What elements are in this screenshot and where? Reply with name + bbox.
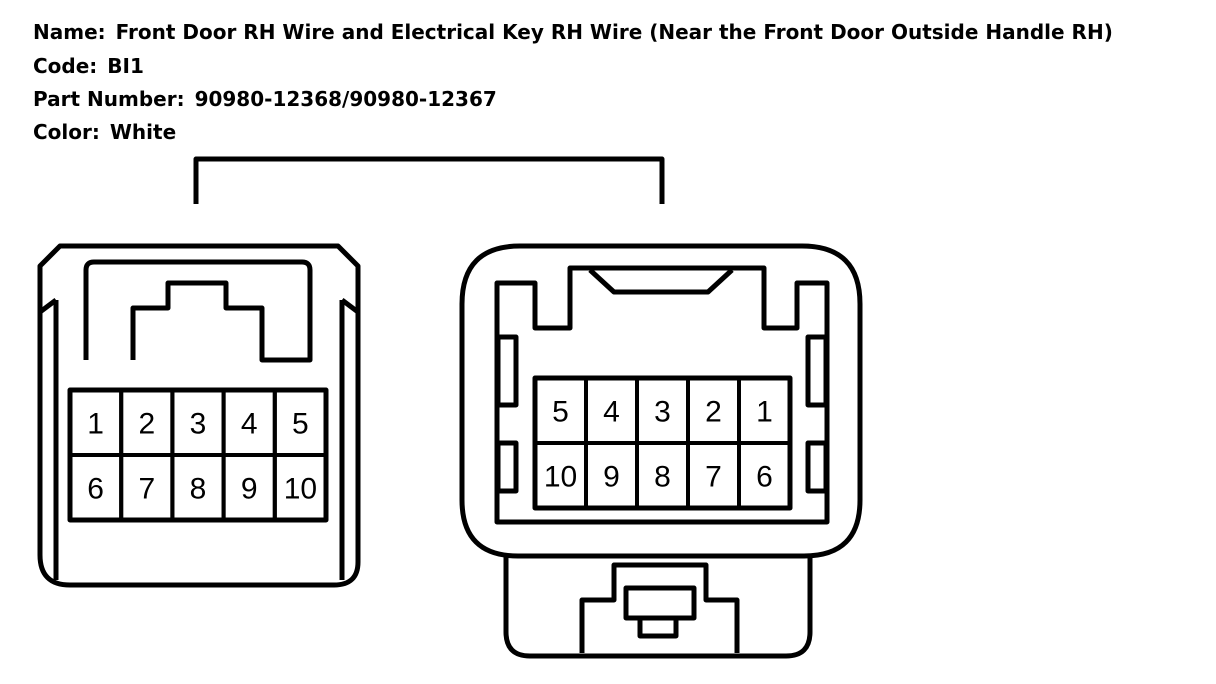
left-pin-label: 4 xyxy=(241,408,258,441)
code-value: BI1 xyxy=(107,54,144,78)
right-connector-inner xyxy=(494,265,830,525)
name-value: Front Door RH Wire and Electrical Key RH… xyxy=(115,20,1113,44)
right-pin-label: 10 xyxy=(544,461,577,494)
right-connector-latch xyxy=(579,562,740,653)
left-pin-label: 7 xyxy=(138,473,155,506)
color-label: Color: xyxy=(33,120,100,144)
right-pin-label: 4 xyxy=(603,396,620,429)
right-connector: 5 4 3 2 1 10 9 8 7 6 xyxy=(459,243,863,659)
left-pin-label: 3 xyxy=(190,408,207,441)
right-pin-cell xyxy=(737,441,792,510)
code-line: Code: BI1 xyxy=(33,54,144,78)
right-connector-housing xyxy=(459,243,863,559)
right-pin-label: 5 xyxy=(552,396,569,429)
color-value: White xyxy=(109,120,177,144)
left-pin-label: 2 xyxy=(138,408,155,441)
left-connector-housing xyxy=(37,243,361,588)
left-pin-label: 1 xyxy=(87,408,104,441)
part-number-label: Part Number: xyxy=(33,87,185,111)
right-pin-grid: 5 4 3 2 1 10 9 8 7 6 xyxy=(532,375,793,511)
right-pin-label: 2 xyxy=(705,396,722,429)
left-connector: 1 2 3 4 5 6 7 8 9 10 xyxy=(37,243,361,588)
connector-bracket xyxy=(193,156,665,204)
left-pin-label: 5 xyxy=(292,408,309,441)
left-pin-grid: 1 2 3 4 5 6 7 8 9 10 xyxy=(67,387,329,523)
right-pin-label: 7 xyxy=(705,461,722,494)
right-pin-label: 8 xyxy=(654,461,671,494)
left-pin-label: 6 xyxy=(87,473,104,506)
name-line: Name: Front Door RH Wire and Electrical K… xyxy=(33,20,1113,44)
right-connector-key xyxy=(588,268,734,295)
right-pin-label: 9 xyxy=(603,461,620,494)
right-connector-latch-housing xyxy=(503,556,813,659)
part-number-value: 90980-12368/90980-12367 xyxy=(194,87,497,111)
code-label: Code: xyxy=(33,54,98,78)
right-pin-label: 3 xyxy=(654,396,671,429)
part-number-line: Part Number: 90980-12368/90980-12367 xyxy=(33,87,497,111)
right-pin-label: 1 xyxy=(756,396,773,429)
color-line: Color: White xyxy=(33,120,176,144)
left-connector-lock xyxy=(83,259,313,363)
left-pin-label: 10 xyxy=(284,473,317,506)
name-label: Name: xyxy=(33,20,106,44)
left-pin-label: 8 xyxy=(190,473,207,506)
right-pin-label: 6 xyxy=(756,461,773,494)
left-pin-cell xyxy=(272,453,328,522)
left-pin-label: 9 xyxy=(241,473,258,506)
